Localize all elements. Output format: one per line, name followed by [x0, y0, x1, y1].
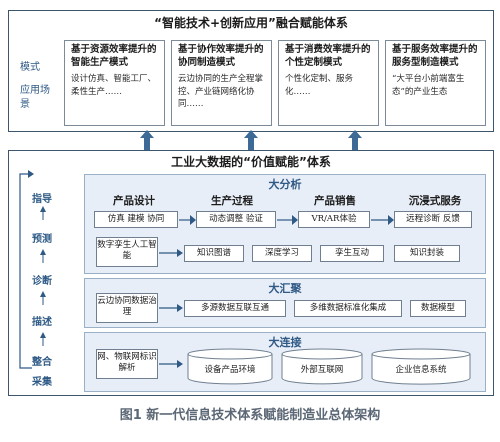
mode-title: 基于协作效率提升的协同制造模式 — [178, 44, 264, 68]
application-scene-label: 应用场景 — [20, 85, 50, 110]
up-arrow-icon — [244, 130, 258, 152]
stage-immersive-service: 沉浸式服务 — [408, 195, 462, 207]
mode-body: 设计仿真、智能工厂、柔性生产…… — [71, 74, 157, 97]
tool-knowledge-graph: 知识图谱 — [184, 245, 244, 262]
big-connection-title: 大连接 — [268, 336, 302, 349]
tool-twin-interaction: 孪生互动 — [320, 245, 384, 262]
mode-title: 基于消费效率提升的个性定制模式 — [285, 44, 371, 68]
multi-dim-standardization-box: 多维数据标准化集成 — [294, 300, 402, 317]
right-arrow-icon — [159, 249, 183, 257]
data-source-cylinders-graphic — [187, 348, 471, 385]
data-model-box: 数据模型 — [410, 300, 466, 317]
mode-body: 云边协同的生产全程掌控、产业链网络化协同…… — [178, 74, 264, 109]
stage-product-sales: 产品销售 — [314, 195, 356, 207]
big-aggregation-title: 大汇聚 — [268, 282, 302, 295]
stage-production-process: 生产过程 — [211, 195, 253, 207]
fusion-system-title: “智能技术+创新应用”融合赋能体系 — [154, 16, 348, 30]
service-items-box: 远程诊断 反馈 — [394, 211, 472, 228]
network-iot-box: 网、物联网标识解析 — [96, 349, 158, 379]
tool-deep-learning: 深度学习 — [252, 245, 312, 262]
production-items-box: 动态调整 验证 — [196, 211, 276, 228]
right-arrow-icon — [159, 360, 183, 368]
chain-step-integrate: 整合 — [32, 357, 52, 368]
mode-title: 基于服务效率提升的服务型制造模式 — [392, 44, 478, 68]
mode-body: 个性化定制、服务化…… — [285, 74, 354, 97]
up-arrow-icon — [348, 130, 362, 152]
value-enablement-title: 工业大数据的“价值赋能”体系 — [171, 155, 331, 169]
up-arrow-icon — [140, 130, 154, 152]
chain-step-predict: 预测 — [32, 234, 52, 245]
stage-flow-arrows-graphic — [179, 215, 394, 225]
right-arrow-icon — [159, 304, 183, 312]
stage-product-design: 产品设计 — [113, 195, 155, 207]
multi-source-interconnect-box: 多源数据互联互通 — [184, 300, 286, 317]
design-items-box: 仿真 建模 协同 — [94, 211, 178, 228]
mode-title: 基于资源效率提升的智能生产模式 — [71, 44, 157, 68]
source-enterprise-info-system: 企业信息系统 — [395, 365, 447, 375]
chain-step-diagnose: 诊断 — [32, 276, 52, 287]
big-analysis-title: 大分析 — [268, 178, 302, 191]
chain-step-collect: 采集 — [32, 377, 52, 388]
chain-step-describe: 描述 — [32, 317, 52, 328]
figure-caption: 图1 新一代信息技术体系赋能制造业总体架构 — [119, 408, 381, 423]
mode-box-personalized-customization: 基于消费效率提升的个性定制模式 个性化定制、服务化…… — [278, 40, 379, 126]
mode-body: “大平台小前端富生态”的产业生态 — [392, 74, 465, 97]
mode-box-collaborative-manufacturing: 基于协作效率提升的协同制造模式 云边协同的生产全程掌控、产业链网络化协同…… — [171, 40, 272, 126]
source-equipment-product-env: 设备产品环境 — [204, 365, 256, 375]
sales-items-box: VR/AR体验 — [298, 211, 370, 228]
digital-twin-ai-box: 数字孪生人工智能 — [96, 237, 158, 267]
chain-step-guide: 指导 — [32, 194, 52, 205]
mode-box-smart-production: 基于资源效率提升的智能生产模式 设计仿真、智能工厂、柔性生产…… — [64, 40, 165, 126]
source-external-internet: 外部互联网 — [300, 365, 344, 375]
chain-arrows-graphic — [19, 170, 46, 369]
mode-box-service-manufacturing: 基于服务效率提升的服务型制造模式 “大平台小前端富生态”的产业生态 — [385, 40, 486, 126]
tool-knowledge-encapsulation: 知识封装 — [394, 245, 460, 262]
cloud-edge-governance-box: 云边协同数据治理 — [96, 293, 158, 323]
mode-label: 模式 — [20, 62, 40, 73]
